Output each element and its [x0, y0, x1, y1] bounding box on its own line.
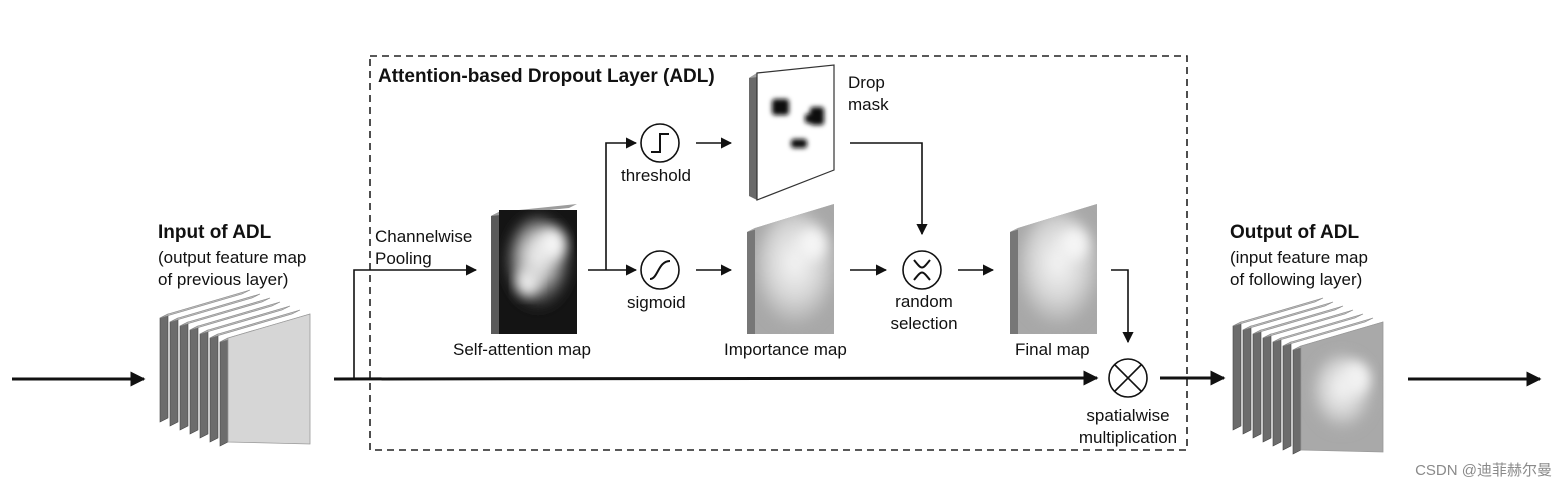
- drop-mask-image: [749, 64, 835, 201]
- input-feature-stack: [159, 289, 311, 447]
- watermark: CSDN @迪菲赫尔曼: [1415, 462, 1552, 479]
- importance-map-label: Importance map: [724, 340, 847, 359]
- sigmoid-label: sigmoid: [627, 293, 686, 312]
- drop-mask-label-line1: Drop: [848, 73, 885, 92]
- random-selection-switch-icon: [902, 250, 942, 290]
- spatialwise-multiply-icon: [1108, 358, 1148, 398]
- threshold-label: threshold: [621, 166, 691, 185]
- random-selection-label-line2: selection: [890, 314, 958, 333]
- adl-dashed-box: [369, 55, 1188, 451]
- input-title: Input of ADL: [158, 222, 272, 243]
- output-feature-stack: [1232, 297, 1384, 455]
- input-desc-line1: (output feature map: [158, 248, 307, 267]
- threshold-step-icon: [640, 123, 680, 163]
- input-desc-line2: of previous layer): [158, 270, 289, 289]
- connector-lines: [12, 137, 1542, 387]
- self-attention-map-image: [491, 204, 577, 334]
- random-selection-label-line1: random: [895, 292, 953, 311]
- self-attention-map-label: Self-attention map: [453, 340, 591, 359]
- importance-map-image: [747, 204, 834, 334]
- output-desc-line1: (input feature map: [1230, 248, 1368, 267]
- final-map-label: Final map: [1015, 340, 1090, 359]
- output-desc-line2: of following layer): [1230, 270, 1363, 289]
- spatialwise-label-line1: spatialwise: [1086, 406, 1170, 425]
- adl-box-title: Attention-based Dropout Layer (ADL): [378, 66, 715, 87]
- pooling-label-line1: Channelwise: [375, 227, 473, 246]
- final-map-image: [1010, 204, 1097, 334]
- output-title: Output of ADL: [1230, 222, 1360, 243]
- spatialwise-label-line2: multiplication: [1078, 428, 1178, 447]
- pooling-label-line2: Pooling: [375, 249, 432, 268]
- drop-mask-label-line2: mask: [848, 95, 889, 114]
- sigmoid-curve-icon: [640, 250, 680, 290]
